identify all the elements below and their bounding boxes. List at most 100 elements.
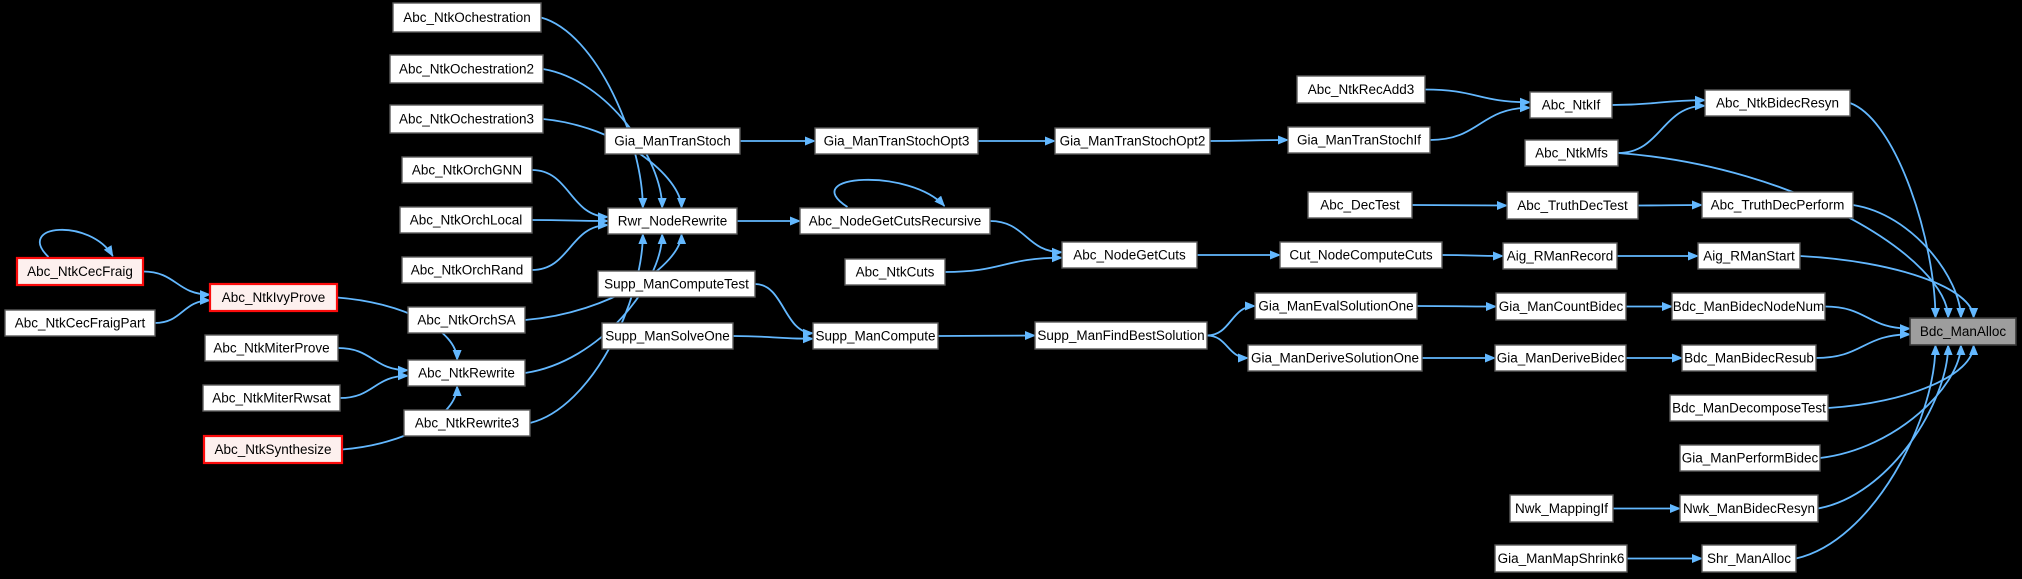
node-rmanrecord[interactable]: Aig_RManRecord: [1502, 242, 1618, 270]
node-miterprove[interactable]: Abc_NtkMiterProve: [204, 334, 339, 362]
node-box-decomposetest[interactable]: [1669, 394, 1829, 422]
node-box-rwr[interactable]: [607, 207, 738, 235]
node-bidecresyn[interactable]: Abc_NtkBidecResyn: [1704, 89, 1851, 117]
node-ntkrewrite3[interactable]: Abc_NtkRewrite3: [403, 409, 531, 437]
node-box-evalsol[interactable]: [1254, 292, 1418, 320]
node-cutcompute[interactable]: Cut_NodeComputeCuts: [1279, 241, 1443, 269]
node-orchrand[interactable]: Abc_NtkOrchRand: [401, 256, 533, 284]
node-box-rmanstart[interactable]: [1697, 242, 1801, 270]
node-synthesize[interactable]: Abc_NtkSynthesize: [202, 434, 344, 465]
node-ntkif[interactable]: Abc_NtkIf: [1529, 91, 1613, 119]
node-orchlocal[interactable]: Abc_NtkOrchLocal: [399, 206, 533, 234]
node-box-orchlocal[interactable]: [399, 206, 533, 234]
node-ntkmfs[interactable]: Abc_NtkMfs: [1524, 139, 1619, 167]
node-box-recadd3[interactable]: [1296, 75, 1426, 104]
node-dectest[interactable]: Abc_DecTest: [1307, 191, 1413, 219]
node-rwr[interactable]: Rwr_NodeRewrite: [607, 207, 738, 235]
node-box-truthdecperform[interactable]: [1701, 191, 1854, 219]
node-box-countbidec[interactable]: [1495, 292, 1627, 321]
node-countbidec[interactable]: Gia_ManCountBidec: [1495, 292, 1627, 321]
node-getcutsrec[interactable]: Abc_NodeGetCutsRecursive: [799, 207, 991, 235]
node-suppcompute[interactable]: Supp_ManCompute: [812, 322, 939, 350]
node-och1[interactable]: Abc_NtkOchestration: [392, 2, 542, 33]
node-box-getcutsrec[interactable]: [799, 207, 991, 235]
node-box-transtoch[interactable]: [604, 127, 741, 155]
node-nwkmappingif[interactable]: Nwk_MappingIf: [1509, 494, 1614, 523]
node-nwkbidecresyn[interactable]: Nwk_ManBidecResyn: [1679, 494, 1819, 523]
node-box-findbest[interactable]: [1034, 321, 1208, 350]
node-bidecnodenum[interactable]: Bdc_ManBidecNodeNum: [1671, 292, 1826, 321]
node-box-performbidec[interactable]: [1679, 444, 1821, 472]
node-box-orchgnn[interactable]: [401, 156, 533, 184]
node-box-miterprove[interactable]: [204, 334, 339, 362]
node-recadd3[interactable]: Abc_NtkRecAdd3: [1296, 75, 1426, 104]
edge-nwkbidecresyn-bdcmanalloc: [1817, 344, 1953, 510]
node-box-ntkrewrite[interactable]: [407, 359, 526, 387]
node-cecfraig[interactable]: Abc_NtkCecFraig: [15, 256, 145, 287]
node-opt2[interactable]: Gia_ManTranStochOpt2: [1054, 127, 1211, 155]
node-box-synthesize[interactable]: [202, 434, 344, 465]
node-box-opt3[interactable]: [814, 127, 979, 155]
node-box-bidecnodenum[interactable]: [1671, 292, 1826, 321]
node-getcuts[interactable]: Abc_NodeGetCuts: [1061, 241, 1198, 269]
node-label-opt2: Gia_ManTranStochOpt2: [1060, 134, 1206, 149]
node-ntkrewrite[interactable]: Abc_NtkRewrite: [407, 359, 526, 387]
node-box-cecfraigpart[interactable]: [4, 309, 156, 337]
node-stochif[interactable]: Gia_ManTranStochIf: [1287, 126, 1431, 154]
node-box-getcuts[interactable]: [1061, 241, 1198, 269]
node-truthdectest[interactable]: Abc_TruthDecTest: [1506, 191, 1639, 220]
node-truthdecperform[interactable]: Abc_TruthDecPerform: [1701, 191, 1854, 219]
node-box-orchsa[interactable]: [407, 306, 526, 334]
node-box-suppsolveone[interactable]: [601, 322, 734, 350]
node-orchsa[interactable]: Abc_NtkOrchSA: [407, 306, 526, 334]
node-findbest[interactable]: Supp_ManFindBestSolution: [1034, 321, 1208, 350]
node-ntkcuts[interactable]: Abc_NtkCuts: [844, 258, 946, 286]
node-box-cecfraig[interactable]: [15, 256, 145, 287]
node-box-och1[interactable]: [392, 2, 542, 33]
node-box-stochif[interactable]: [1287, 126, 1431, 154]
node-och2[interactable]: Abc_NtkOchestration2: [389, 54, 544, 84]
node-box-och3[interactable]: [389, 104, 544, 134]
node-performbidec[interactable]: Gia_ManPerformBidec: [1679, 444, 1821, 472]
node-cecfraigpart[interactable]: Abc_NtkCecFraigPart: [4, 309, 156, 337]
node-mapshrink6[interactable]: Gia_ManMapShrink6: [1494, 544, 1628, 573]
node-evalsol[interactable]: Gia_ManEvalSolutionOne: [1254, 292, 1418, 320]
node-box-truthdectest[interactable]: [1506, 191, 1639, 220]
node-orchgnn[interactable]: Abc_NtkOrchGNN: [401, 156, 533, 184]
node-box-och2[interactable]: [389, 54, 544, 84]
node-derivebidec[interactable]: Gia_ManDeriveBidec: [1494, 344, 1627, 372]
node-rmanstart[interactable]: Aig_RManStart: [1697, 242, 1801, 270]
node-box-miterrwsat[interactable]: [202, 384, 341, 412]
node-box-mapshrink6[interactable]: [1494, 544, 1628, 573]
node-box-ntkmfs[interactable]: [1524, 139, 1619, 167]
node-box-shrmanalloc[interactable]: [1701, 544, 1797, 573]
node-box-ntkcuts[interactable]: [844, 258, 946, 286]
node-box-derivesol[interactable]: [1247, 344, 1423, 372]
node-shrmanalloc[interactable]: Shr_ManAlloc: [1701, 544, 1797, 573]
node-box-nwkbidecresyn[interactable]: [1679, 494, 1819, 523]
node-box-ntkrewrite3[interactable]: [403, 409, 531, 437]
node-transtoch[interactable]: Gia_ManTranStoch: [604, 127, 741, 155]
node-box-nwkmappingif[interactable]: [1509, 494, 1614, 523]
node-decomposetest[interactable]: Bdc_ManDecomposeTest: [1669, 394, 1829, 422]
node-derivesol[interactable]: Gia_ManDeriveSolutionOne: [1247, 344, 1423, 372]
node-box-dectest[interactable]: [1307, 191, 1413, 219]
node-box-opt2[interactable]: [1054, 127, 1211, 155]
node-box-cutcompute[interactable]: [1279, 241, 1443, 269]
node-box-derivebidec[interactable]: [1494, 344, 1627, 372]
node-box-bidecresub[interactable]: [1681, 344, 1817, 372]
node-box-orchrand[interactable]: [401, 256, 533, 284]
node-opt3[interactable]: Gia_ManTranStochOpt3: [814, 127, 979, 155]
node-box-rmanrecord[interactable]: [1502, 242, 1618, 270]
node-box-ntkif[interactable]: [1529, 91, 1613, 119]
node-suppsolveone[interactable]: Supp_ManSolveOne: [601, 322, 734, 350]
node-box-bidecresyn[interactable]: [1704, 89, 1851, 117]
node-box-suppcompute[interactable]: [812, 322, 939, 350]
node-box-ivyprove[interactable]: [208, 282, 339, 313]
node-box-suppcomputetest[interactable]: [597, 270, 756, 298]
node-suppcomputetest[interactable]: Supp_ManComputeTest: [597, 270, 756, 298]
node-och3[interactable]: Abc_NtkOchestration3: [389, 104, 544, 134]
node-ivyprove[interactable]: Abc_NtkIvyProve: [208, 282, 339, 313]
node-bidecresub[interactable]: Bdc_ManBidecResub: [1681, 344, 1817, 372]
node-miterrwsat[interactable]: Abc_NtkMiterRwsat: [202, 384, 341, 412]
